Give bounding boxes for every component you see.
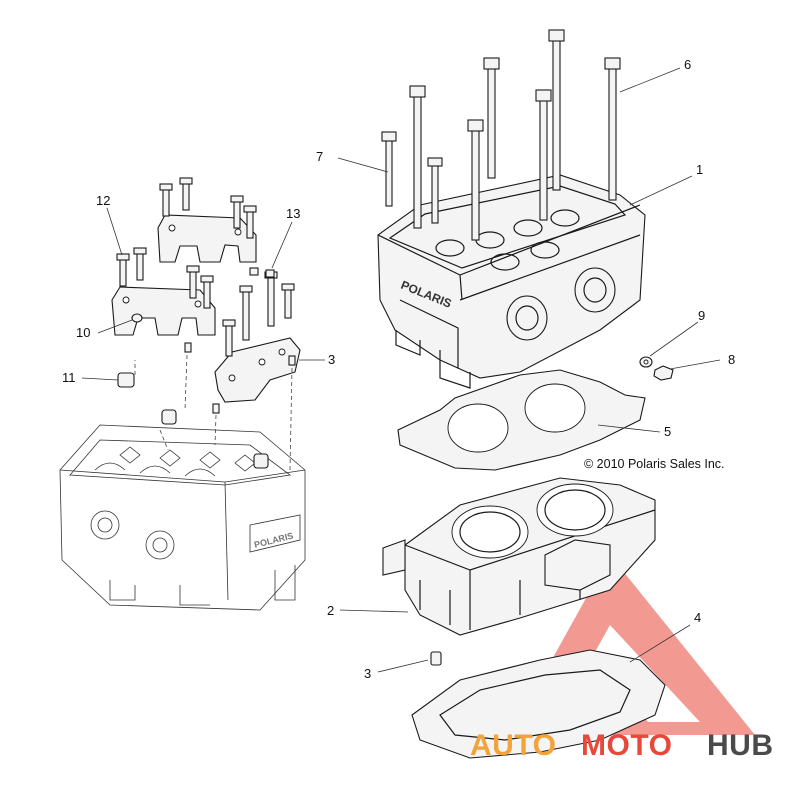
callout-12: 12 — [96, 193, 110, 208]
callout-9: 9 — [698, 308, 705, 323]
watermark-auto: AUTO — [470, 729, 556, 762]
callout-7: 7 — [316, 149, 323, 164]
leader-lines — [81, 67, 721, 673]
left-head-logo: POLARIS — [253, 531, 294, 550]
camshaft-cap-upper — [157, 214, 257, 263]
base-gasket — [411, 649, 666, 759]
washer-and-bolt — [639, 356, 674, 381]
callout-2: 2 — [327, 603, 334, 618]
watermark-hub: HUB — [707, 729, 774, 762]
callout-labels: 1 2 3 3 4 5 6 7 8 9 10 11 12 13 — [62, 57, 735, 681]
callout-10: 10 — [76, 325, 90, 340]
left-cylinder-head-ghost: POLARIS — [59, 424, 306, 611]
callout-1: 1 — [696, 162, 703, 177]
callout-11: 11 — [62, 370, 76, 385]
cylinder-block — [382, 477, 656, 636]
callout-13: 13 — [286, 206, 300, 221]
copyright-text: © 2010 Polaris Sales Inc. — [584, 457, 725, 471]
callout-5: 5 — [664, 424, 671, 439]
dowel-pin — [430, 651, 442, 666]
cam-carrier-part — [214, 337, 301, 403]
left-dashed-guides — [134, 354, 293, 471]
watermark-text: AUTO MOTO HUB — [470, 729, 774, 762]
cap-bolts-upper — [159, 177, 257, 239]
cylinder-head: POLARIS — [377, 174, 646, 389]
callout-3-lower: 3 — [364, 666, 371, 681]
callout-3-upper: 3 — [328, 352, 335, 367]
callout-8: 8 — [728, 352, 735, 367]
callout-4: 4 — [694, 610, 701, 625]
watermark-moto: MOTO — [581, 729, 672, 762]
callout-6: 6 — [684, 57, 691, 72]
head-bolts — [381, 29, 621, 241]
seals-and-dowels-left — [117, 267, 296, 469]
head-gasket — [397, 369, 646, 471]
camshaft-cap-lower — [111, 286, 216, 336]
